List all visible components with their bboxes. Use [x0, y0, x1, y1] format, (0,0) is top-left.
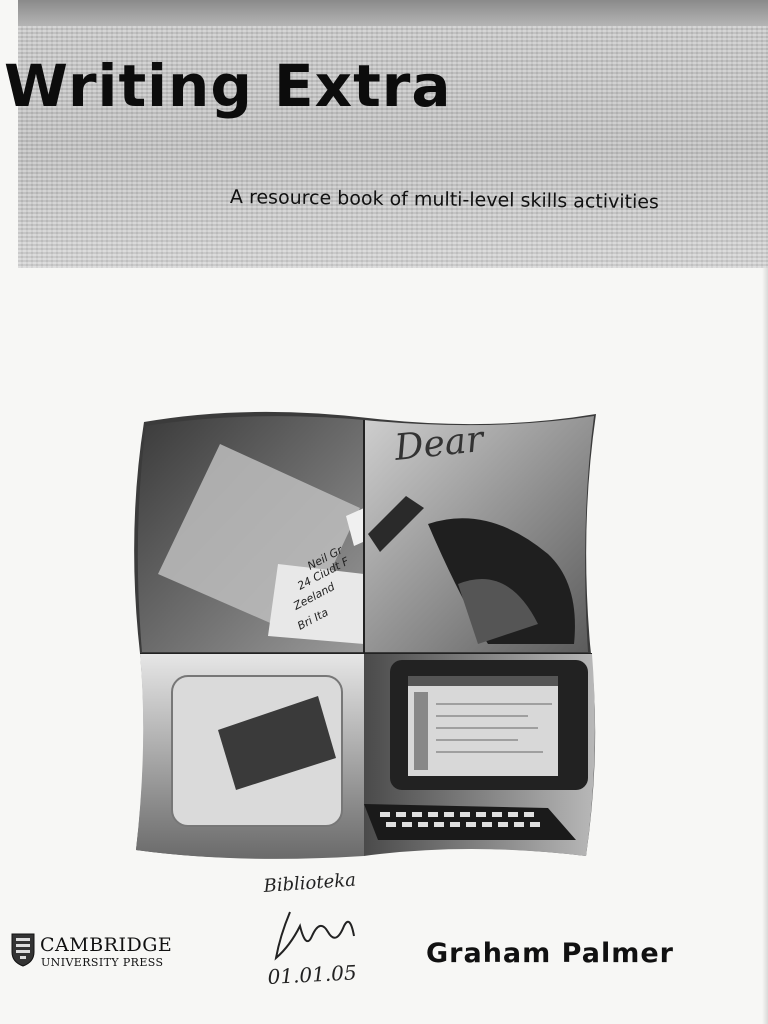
dear-text: Dear — [392, 419, 487, 469]
book-block — [218, 696, 336, 790]
cover-artwork: Neil Gr 24 Ciudt F Zeeland Bri Ita Dear — [134, 411, 596, 859]
hand-shadow — [428, 518, 575, 644]
handwritten-stamp: Biblioteka 01.01.05 — [262, 870, 357, 989]
publisher-logo: CAMBRIDGE UNIVERSITY PRESS — [10, 932, 200, 972]
page-edge-shadow — [762, 268, 768, 1024]
title-banner — [18, 0, 768, 268]
banner-top-strip — [18, 0, 768, 26]
university-shield-icon — [11, 933, 35, 967]
book-title: Writing Extra — [4, 52, 452, 120]
stamp-date: 01.01.05 — [267, 960, 357, 989]
publisher-subline: UNIVERSITY PRESS — [41, 956, 164, 969]
signature-icon — [274, 911, 355, 961]
publisher-name: CAMBRIDGE — [40, 934, 173, 956]
monitor-screen — [408, 676, 558, 776]
hand-shape — [458, 579, 538, 644]
library-note: Biblioteka — [262, 870, 357, 897]
pen-icon — [368, 496, 424, 552]
author-name: Graham Palmer — [426, 938, 674, 969]
address-note — [268, 564, 364, 644]
